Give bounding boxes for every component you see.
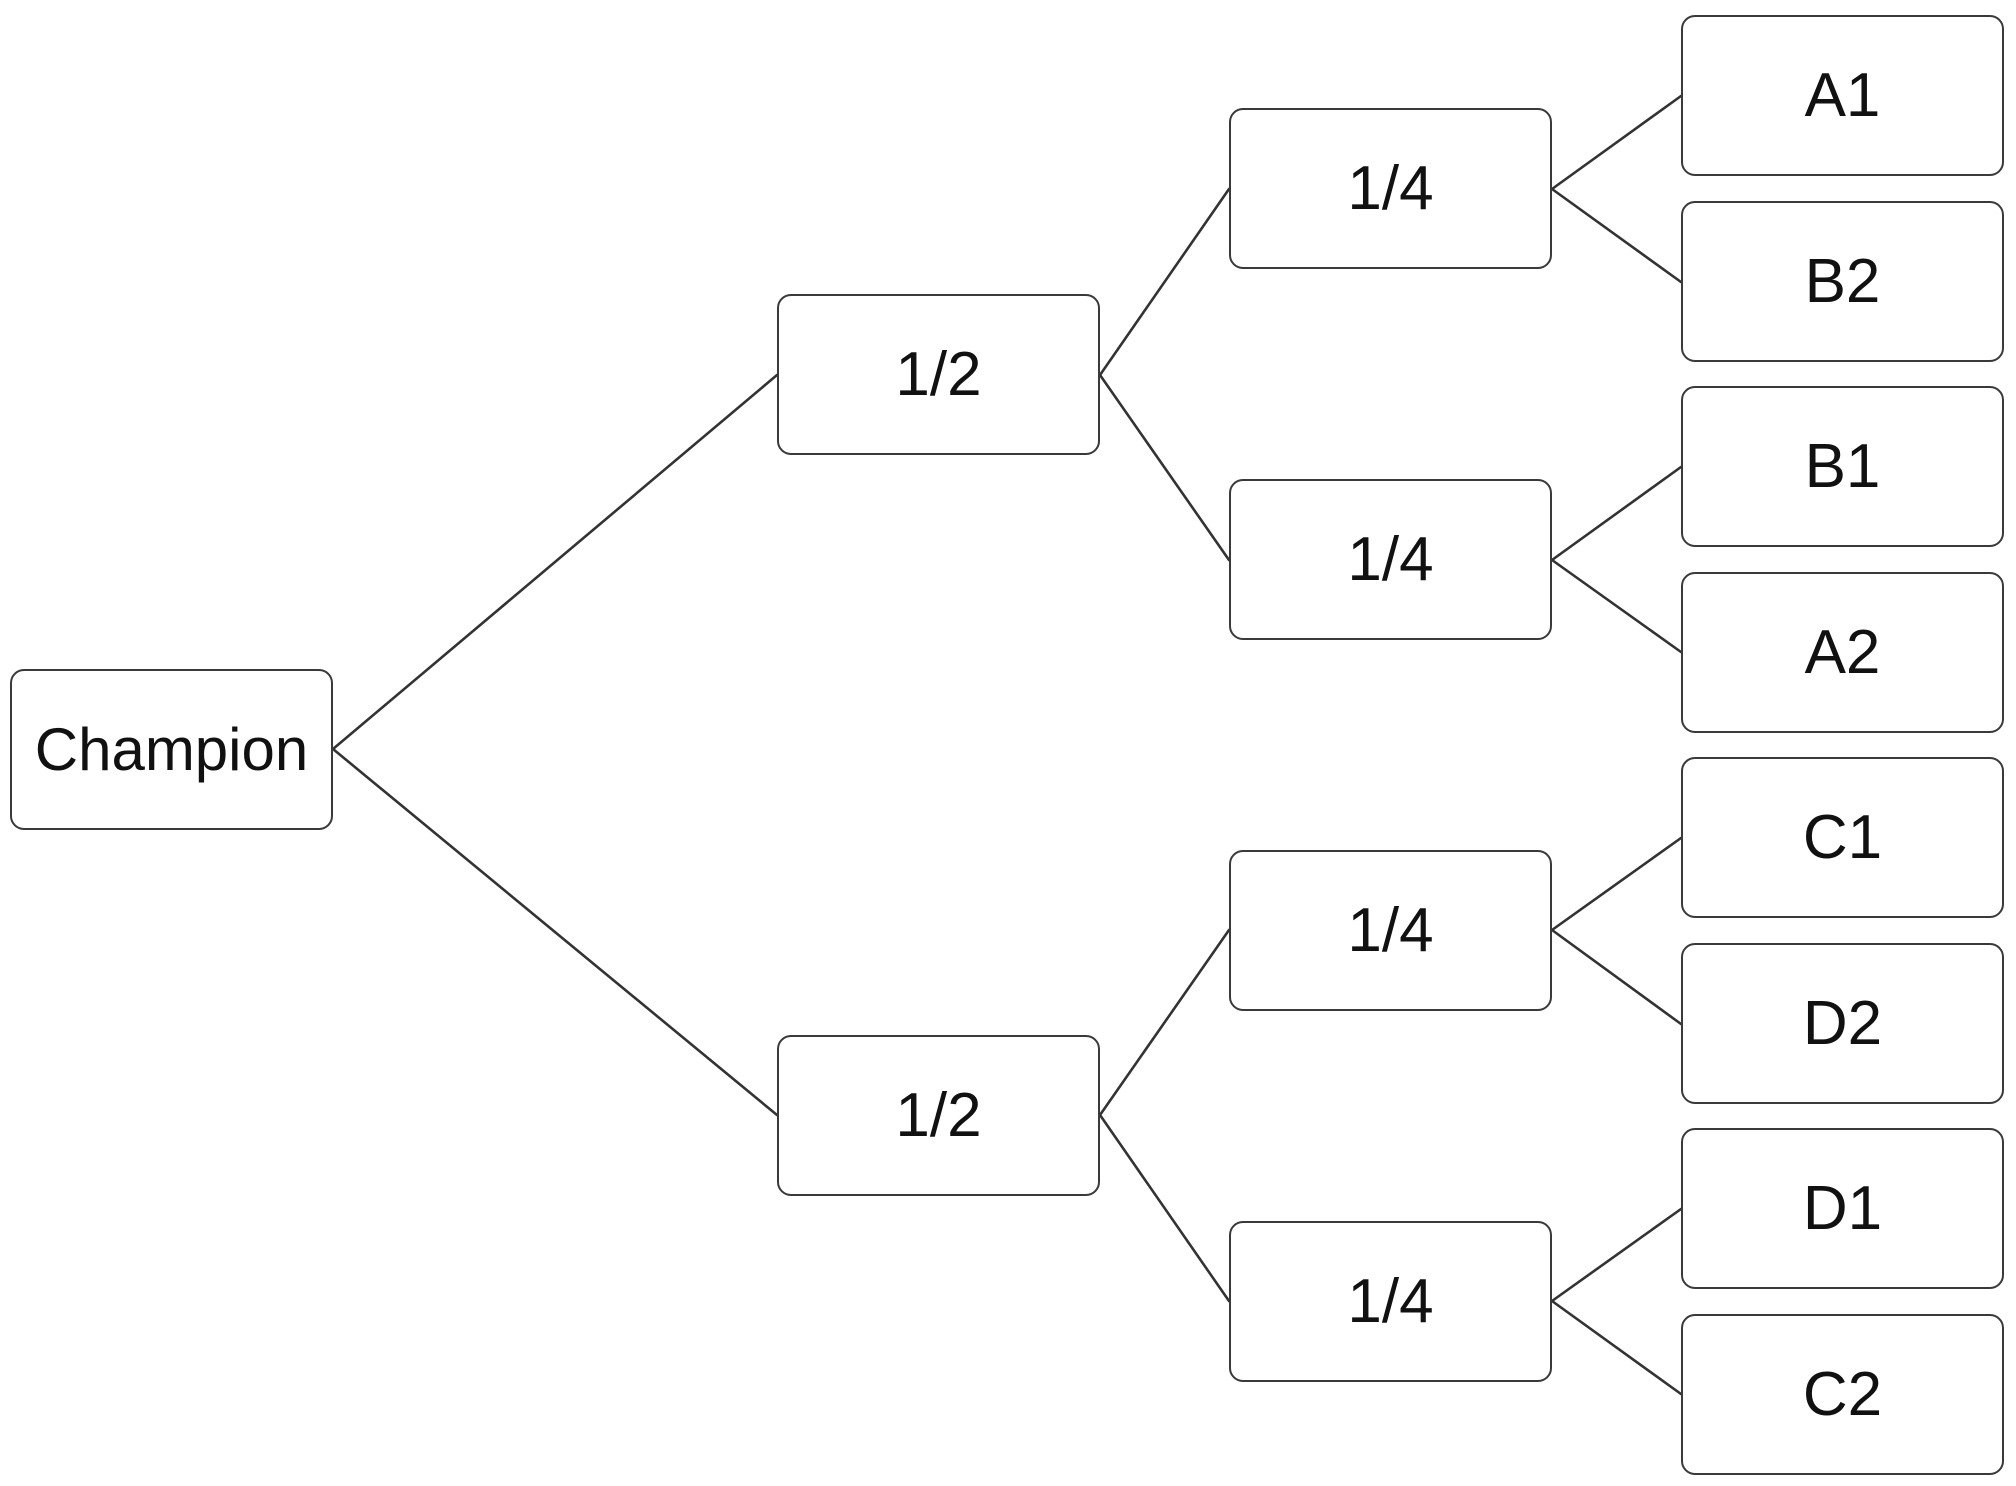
connector-semi-top-q2 bbox=[1098, 373, 1231, 562]
connector-q1-t2 bbox=[1550, 187, 1683, 284]
semifinal-box-bottom: 1/2 bbox=[777, 1035, 1100, 1196]
quarterfinal-box-3: 1/4 bbox=[1229, 850, 1552, 1011]
quarterfinal-box-2: 1/4 bbox=[1229, 479, 1552, 640]
team-box-d1: D1 bbox=[1681, 1128, 2004, 1289]
connector-q4-t7 bbox=[1550, 1207, 1683, 1303]
team-box-c2: C2 bbox=[1681, 1314, 2004, 1475]
team-box-c1: C1 bbox=[1681, 757, 2004, 918]
connector-q1-t1 bbox=[1550, 94, 1683, 191]
connector-semi-bottom-q4 bbox=[1098, 1113, 1231, 1303]
quarterfinal-box-1: 1/4 bbox=[1229, 108, 1552, 269]
connector-q2-t3 bbox=[1550, 465, 1683, 562]
connector-semi-bottom-q3 bbox=[1098, 928, 1231, 1117]
connector-q2-t4 bbox=[1550, 558, 1683, 654]
team-box-a2: A2 bbox=[1681, 572, 2004, 733]
semifinal-box-top: 1/2 bbox=[777, 294, 1100, 455]
team-box-d2: D2 bbox=[1681, 943, 2004, 1104]
team-box-b2: B2 bbox=[1681, 201, 2004, 362]
connector-q3-t5 bbox=[1550, 836, 1683, 932]
connector-q4-t8 bbox=[1550, 1299, 1683, 1396]
team-box-a1: A1 bbox=[1681, 15, 2004, 176]
connector-champion-semi-top bbox=[331, 373, 779, 751]
team-box-b1: B1 bbox=[1681, 386, 2004, 547]
connector-champion-semi-bottom bbox=[331, 747, 779, 1117]
champion-box: Champion bbox=[10, 669, 333, 830]
quarterfinal-box-4: 1/4 bbox=[1229, 1221, 1552, 1382]
connector-q3-t6 bbox=[1550, 928, 1683, 1026]
connector-semi-top-q1 bbox=[1098, 187, 1231, 377]
